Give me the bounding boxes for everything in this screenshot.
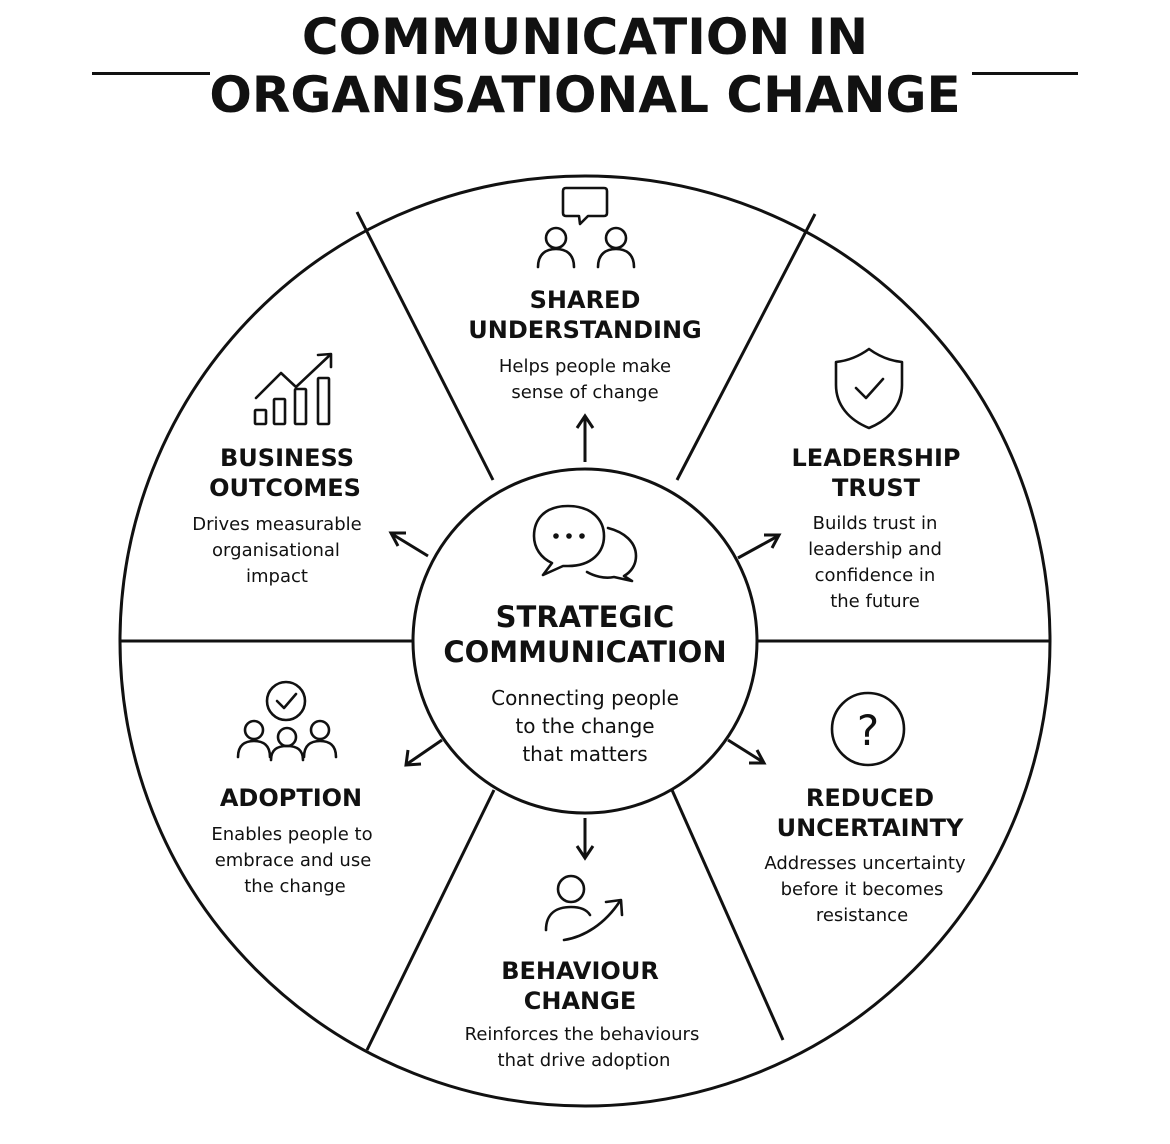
adoption-description-line-1: Enables people to [211, 824, 372, 845]
adoption-description-line-3: the change [244, 876, 346, 897]
segment-dividers [120, 211, 1050, 1051]
arrow-to-reduced-uncertainty [727, 738, 767, 765]
person-arrow-icon [544, 874, 624, 942]
divider-top-left [355, 211, 495, 481]
business-outcomes-description-line-2: organisational [212, 540, 340, 561]
hub-title-line-1: STRATEGIC [496, 600, 675, 634]
reduced-uncertainty-description-line-3: resistance [816, 905, 908, 926]
leadership-trust-description-line-3: confidence in [815, 565, 936, 586]
business-outcomes-description-line-1: Drives measurable [192, 514, 361, 535]
title-rule-right [972, 72, 1078, 75]
behaviour-change-description-line-1: Reinforces the behaviours [465, 1024, 700, 1045]
svg-text:?: ? [857, 706, 879, 755]
adoption-title: ADOPTION [220, 784, 362, 812]
leadership-trust-title-line-2: TRUST [832, 474, 921, 502]
arrow-to-shared-understanding [575, 413, 595, 462]
hub-description-line-1: Connecting people [491, 686, 679, 710]
shared-understanding-title-line-2: UNDERSTANDING [468, 316, 701, 344]
hub-circle [411, 467, 759, 815]
leadership-trust-description-line-4: the future [830, 591, 920, 612]
shared-understanding-title-line-1: SHARED [530, 286, 641, 314]
title-line-2: ORGANISATIONAL CHANGE [209, 66, 961, 124]
segment-leadership-trust: LEADERSHIP TRUST Builds trust in leaders… [792, 347, 961, 612]
segment-shared-understanding: SHARED UNDERSTANDING Helps people make s… [468, 186, 702, 403]
divider-bottom-right [670, 789, 785, 1041]
leadership-trust-title-line-1: LEADERSHIP [792, 444, 961, 472]
divider-top-right [675, 213, 817, 481]
shield-check-icon [834, 347, 904, 430]
speech-bubbles-icon [532, 504, 638, 583]
segment-behaviour-change: BEHAVIOUR CHANGE Reinforces the behaviou… [465, 874, 700, 1071]
behaviour-change-title-line-2: CHANGE [524, 987, 636, 1015]
segment-adoption: ADOPTION Enables people to embrace and u… [211, 680, 373, 897]
adoption-description-line-2: embrace and use [215, 850, 372, 871]
people-conversation-icon [536, 186, 636, 269]
hub-description-line-2: to the change [515, 714, 654, 738]
question-mark-icon: ? [830, 691, 906, 767]
group-check-icon [236, 680, 338, 762]
shared-understanding-description-line-2: sense of change [511, 382, 658, 403]
business-outcomes-title-line-1: BUSINESS [220, 444, 354, 472]
segment-business-outcomes: BUSINESS OUTCOMES Drives measurable orga… [192, 352, 362, 587]
arrow-to-behaviour-change [575, 818, 595, 861]
business-outcomes-description-line-3: impact [246, 566, 308, 587]
arrow-to-leadership-trust [737, 533, 782, 560]
arrow-to-business-outcomes [388, 531, 429, 558]
divider-bottom-left [365, 789, 496, 1051]
reduced-uncertainty-title-line-2: UNCERTAINTY [777, 814, 964, 842]
shared-understanding-description-line-1: Helps people make [499, 356, 671, 377]
hub-arrows [388, 413, 782, 861]
title-line-1: COMMUNICATION IN [301, 8, 869, 66]
behaviour-change-description-line-2: that drive adoption [498, 1050, 671, 1071]
hub-title-line-2: COMMUNICATION [443, 635, 726, 669]
title-rule-left [92, 72, 210, 75]
reduced-uncertainty-description-line-2: before it becomes [781, 879, 944, 900]
behaviour-change-title-line-1: BEHAVIOUR [501, 957, 659, 985]
arrow-to-adoption [404, 738, 443, 767]
hub-description-line-3: that matters [522, 742, 647, 766]
hub: STRATEGIC COMMUNICATION Connecting peopl… [411, 467, 759, 815]
reduced-uncertainty-title-line-1: REDUCED [806, 784, 934, 812]
growth-chart-icon [253, 352, 333, 426]
leadership-trust-description-line-1: Builds trust in [813, 513, 938, 534]
reduced-uncertainty-description-line-1: Addresses uncertainty [764, 853, 966, 874]
leadership-trust-description-line-2: leadership and [808, 539, 942, 560]
segment-reduced-uncertainty: ? REDUCED UNCERTAINTY Addresses uncertai… [764, 691, 966, 926]
title-block: COMMUNICATION IN ORGANISATIONAL CHANGE [0, 8, 1170, 124]
business-outcomes-title-line-2: OUTCOMES [209, 474, 361, 502]
